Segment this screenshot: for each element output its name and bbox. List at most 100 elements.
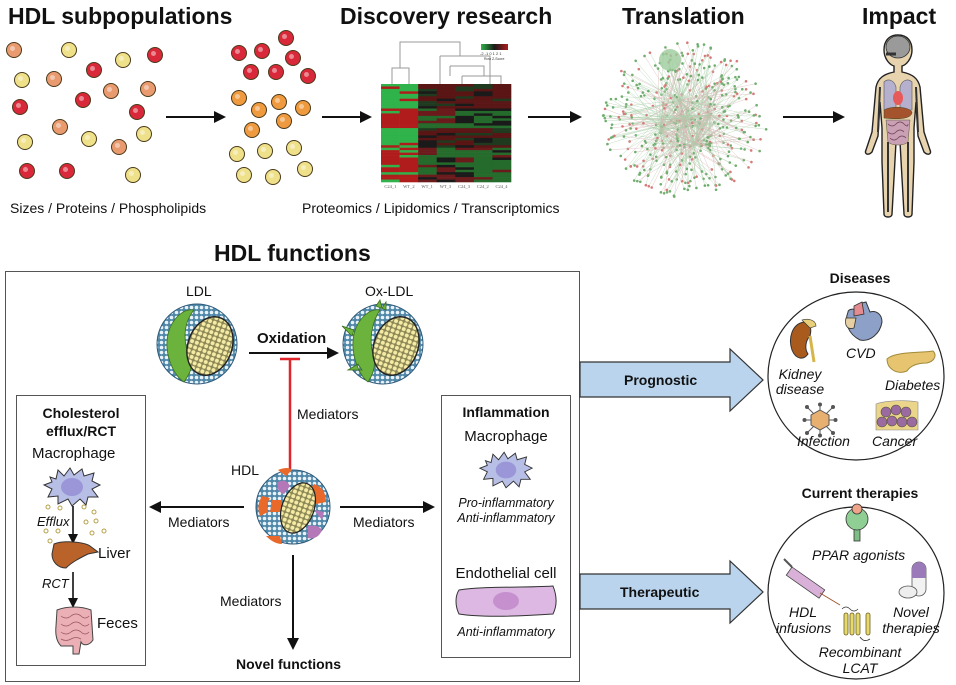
heatmap-dendrogram [391,41,502,84]
heatmap-cell [455,172,475,175]
heatmap-cell [399,128,419,131]
network-node [676,69,679,72]
heatmap-cell [399,133,419,136]
recombinant-lcat-label: Recombinant LCAT [810,644,910,676]
ox-ldl-particle-icon [341,299,424,385]
network-node [628,122,631,126]
arrow-translation-to-impact [783,111,845,123]
heatmap-color-scale [481,44,508,50]
heatmap-cell [492,108,512,112]
heatmap-cell [473,106,493,109]
mediators-down-label: Mediators [220,593,282,609]
network-node [732,179,736,183]
heatmap-cell [455,115,475,119]
network-node [764,128,768,131]
heatmap-cell [399,159,419,163]
network-node [630,114,633,117]
heatmap-cell [473,135,493,139]
network-node [670,180,674,183]
pill-capsule-icon [898,561,927,599]
cancer-icon [875,400,919,431]
heatmap-cell [418,159,438,163]
heatmap-cell [381,140,400,144]
network-node [706,54,710,57]
heatmap-column-label: C24_2 [476,184,489,189]
network-node [639,94,643,98]
heatmap-cell [455,84,475,87]
network-node [720,93,724,97]
heatmap-cell [455,133,475,136]
heatmap-cell [418,150,438,153]
network-node [648,51,652,54]
panel-title-discovery-research: Discovery research [340,3,553,29]
hdl-particle [236,167,252,183]
network-node [643,94,646,97]
network-node [701,76,704,79]
hdl-infusions-line2: infusions [776,620,832,636]
hdl-particle [19,163,35,179]
heatmap-cell [455,137,475,141]
heatmap-cell [418,157,438,161]
heatmap-cell [436,133,456,136]
network-node [759,137,762,141]
heatmap-cell [473,145,493,148]
network-node [696,45,700,48]
heatmap-cell [492,123,512,126]
infection-label: Infection [797,433,850,449]
heatmap-cell [436,113,456,117]
network-node [735,92,739,96]
hdl-particle [254,43,270,59]
heatmap-cell [455,93,475,97]
hdl-particle [103,83,119,99]
network-node [714,175,717,179]
hdl-particle [125,167,141,183]
network-node [686,41,689,45]
hdl-particle [268,64,284,80]
heatmap-cell [418,162,438,166]
network-node [729,59,732,62]
heatmap-cell [473,157,493,161]
heatmap-cell [436,169,456,173]
recombinant-lcat-line1: Recombinant [818,644,902,660]
network-node [614,97,618,101]
network-node [740,119,744,123]
network-node [686,188,690,192]
network-node [708,142,711,145]
heatmap-cell [436,147,456,151]
heatmap-cell [381,125,400,129]
heatmap-cell [455,123,475,126]
heatmap-column-label: C24_4 [495,184,508,189]
heatmap-cell [455,155,475,158]
network-node [603,116,607,120]
network-node [708,176,711,180]
heatmap-cell [381,88,400,92]
heatmap-cell [399,177,419,180]
hdl-particle [297,161,313,177]
network-node [752,92,755,96]
heatmap-cell [399,106,419,109]
heatmap-cell [455,113,475,117]
network-node [655,159,658,162]
heatmap-cell [473,179,493,183]
heatmap-cell [418,84,438,87]
network-node [659,191,663,194]
network-node [750,160,753,164]
heatmap-column-label: C24_3 [457,184,470,189]
heatmap-cell [381,157,400,161]
network-node [706,183,710,187]
heatmap-cell [492,142,512,146]
heatmap-cell [492,177,512,180]
network-node [734,75,737,79]
network-node [627,91,630,94]
network-node [752,114,756,117]
network-node [646,147,649,151]
heatmap-cell [436,159,456,163]
network-node [637,67,641,71]
heatmap-cell [473,133,493,136]
network-node [620,69,623,73]
hdl-particle [300,68,316,84]
hdl-particle [59,163,75,179]
hdl-particle [231,45,247,61]
heatmap-cell [436,162,456,166]
heatmap-cell [399,118,419,122]
